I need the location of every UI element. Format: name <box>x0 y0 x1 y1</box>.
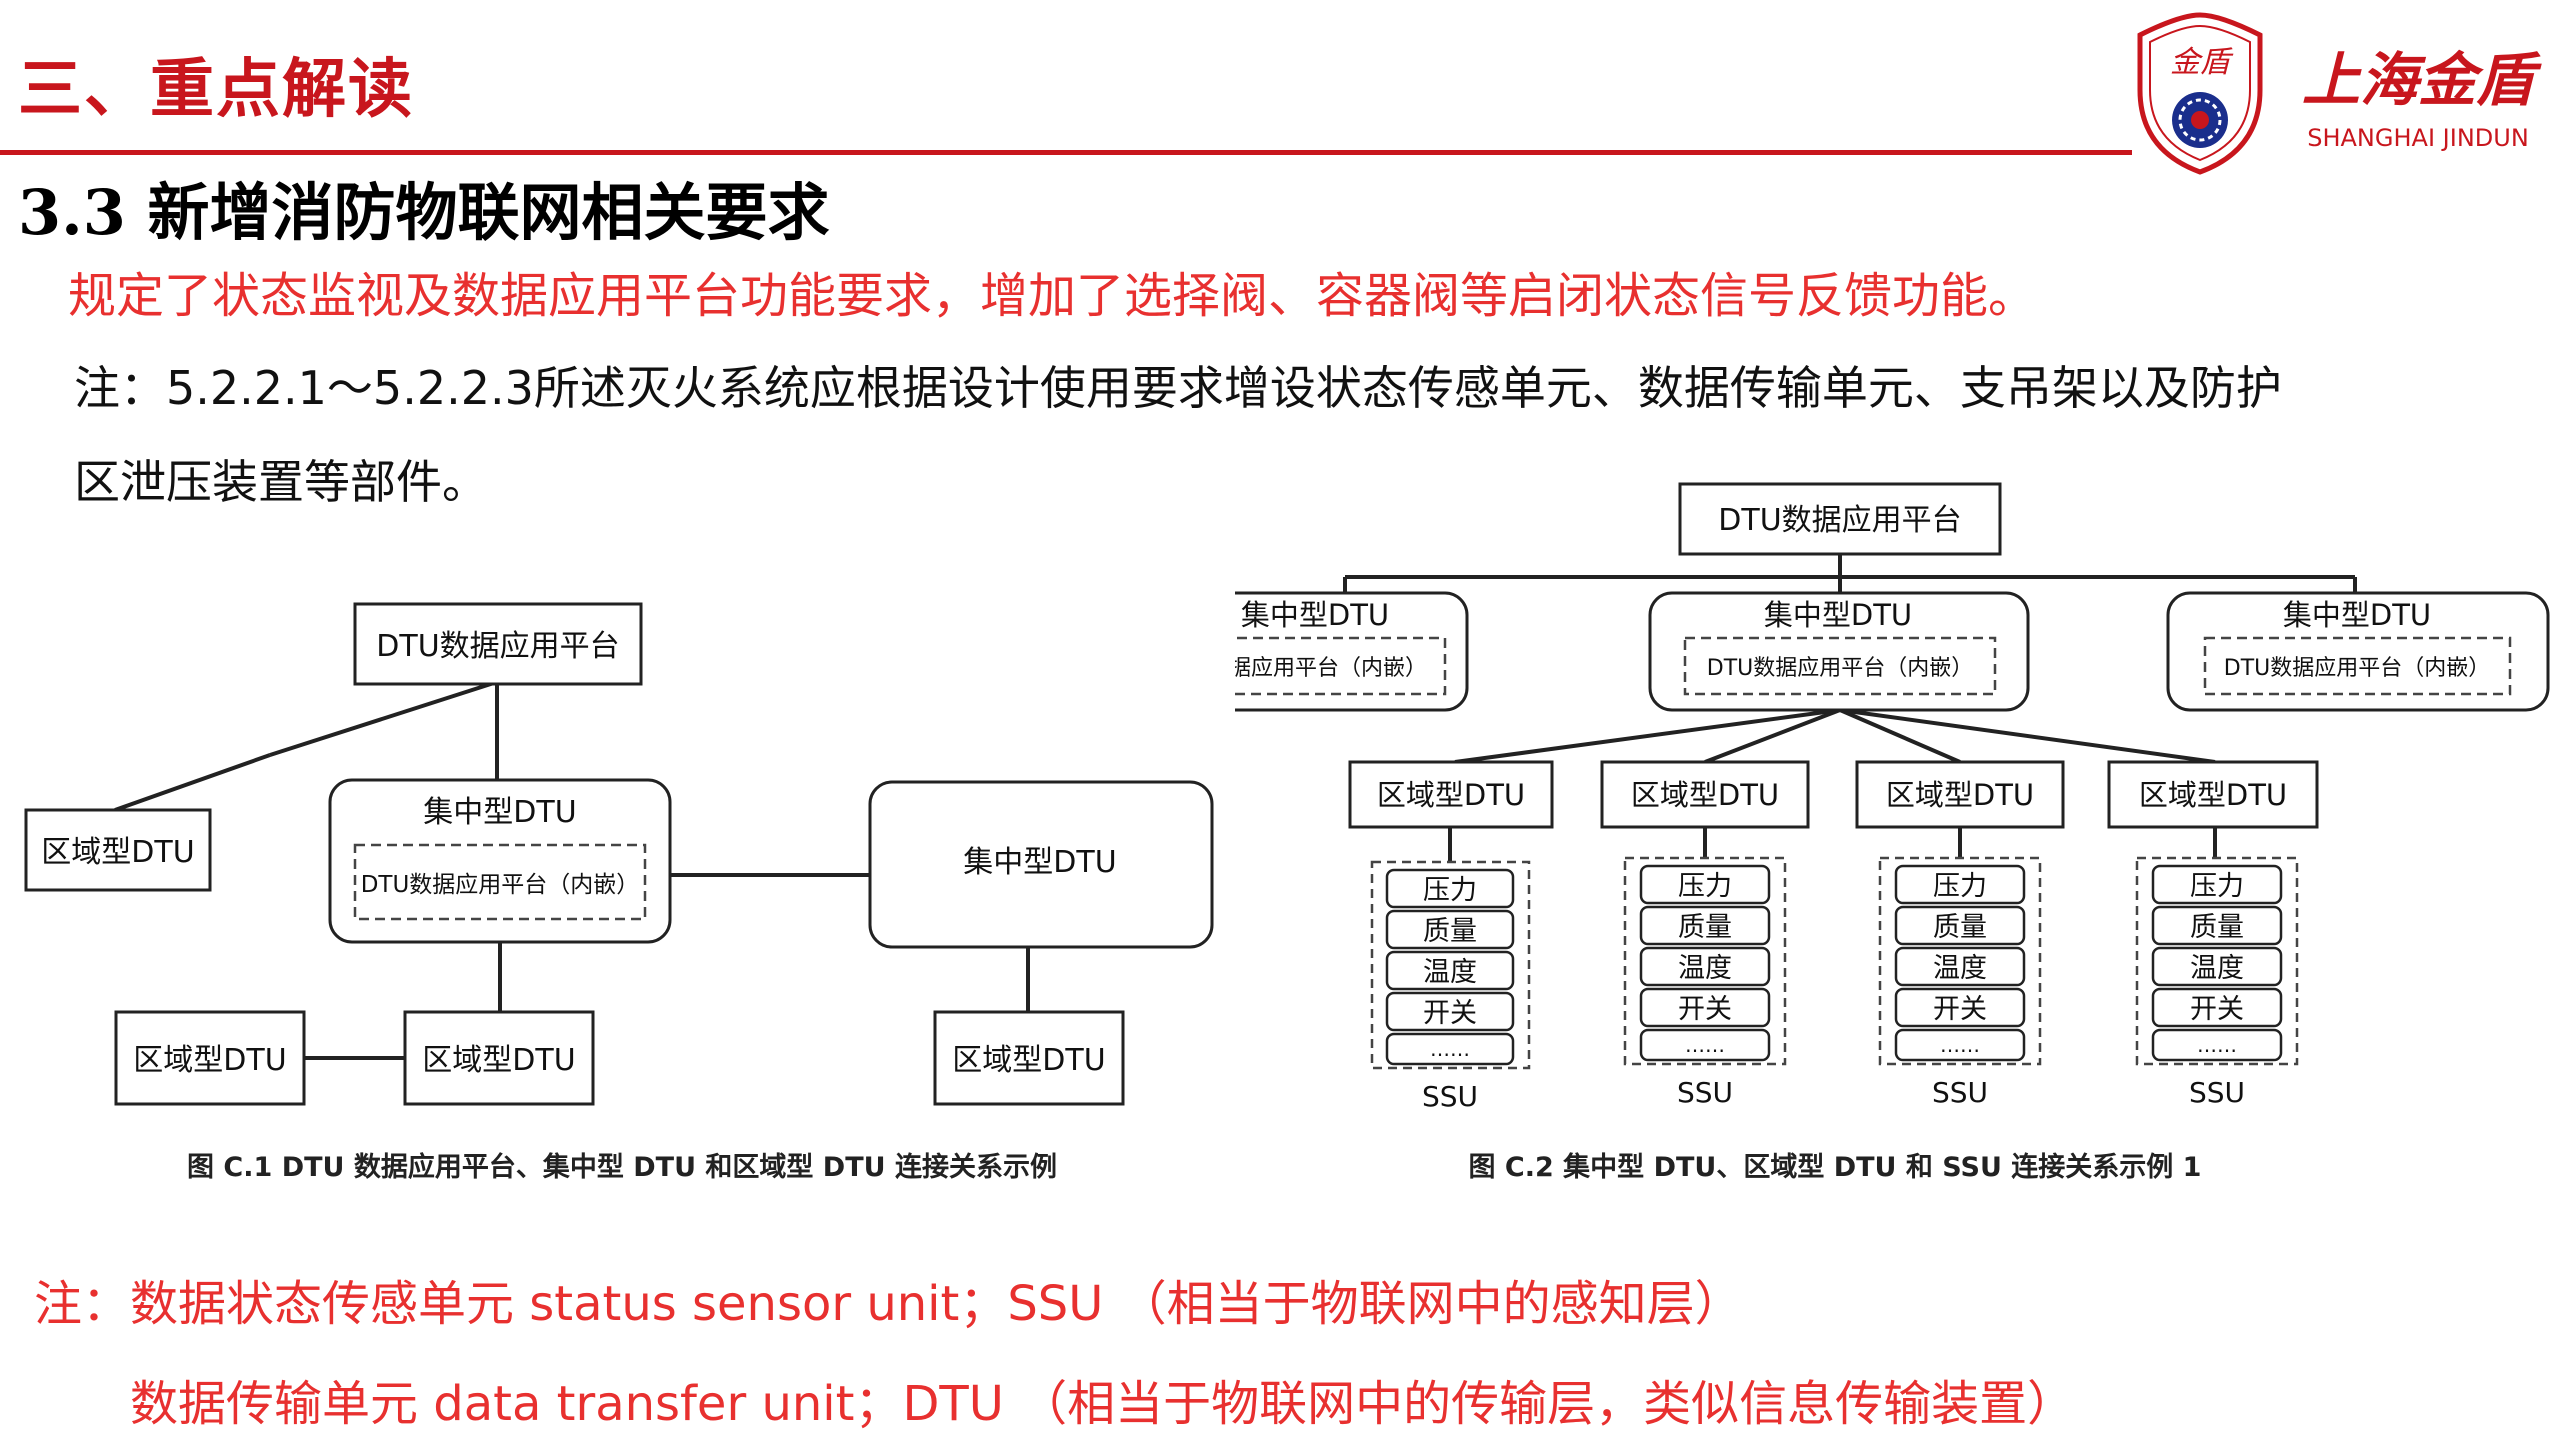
svg-text:DTU数据应用平台: DTU数据应用平台 <box>376 629 619 664</box>
figure-c1-caption: 图 C.1 DTU 数据应用平台、集中型 DTU 和区域型 DTU 连接关系示例 <box>187 1151 1057 1183</box>
svg-text:压力: 压力 <box>1933 871 1987 902</box>
svg-text:区域型DTU: 区域型DTU <box>41 835 194 870</box>
c2-ssu-group-1: 压力 质量 温度 开关 …… SSU <box>1370 860 1531 1113</box>
logo-brand-en: SHANGHAI JINDUN <box>2307 124 2529 152</box>
svg-text:开关: 开关 <box>1678 994 1732 1025</box>
subsection-title: 3.3 新增消防物联网相关要求 <box>18 176 830 249</box>
svg-text:集中型DTU: 集中型DTU <box>963 845 1116 880</box>
c2-dtu-platform-box: DTU数据应用平台 <box>1678 482 2002 556</box>
regional-dtu-bottom-mid-box: 区域型DTU <box>403 1010 595 1106</box>
svg-text:区域型DTU: 区域型DTU <box>133 1043 286 1078</box>
c2-ssu-group-2: 压力 质量 温度 开关 …… SSU <box>1623 856 1787 1109</box>
section-title: 三、重点解读 <box>18 52 414 127</box>
svg-text:开关: 开关 <box>2190 994 2244 1025</box>
svg-text:温度: 温度 <box>1933 953 1987 984</box>
regional-dtu-left-box: 区域型DTU <box>24 808 212 892</box>
svg-text:集中型DTU: 集中型DTU <box>2283 598 2431 632</box>
central-dtu-box: 集中型DTU DTU数据应用平台（内嵌） <box>328 778 672 944</box>
footnote-dtu: 数据传输单元 data transfer unit；DTU （相当于物联网中的传… <box>130 1376 2076 1432</box>
svg-text:……: …… <box>1685 1033 1725 1057</box>
svg-text:区域型DTU: 区域型DTU <box>422 1043 575 1078</box>
svg-text:区域型DTU: 区域型DTU <box>1377 778 1525 812</box>
svg-text:区域型DTU: 区域型DTU <box>952 1043 1105 1078</box>
svg-text:压力: 压力 <box>1678 871 1732 902</box>
title-divider <box>0 150 2132 155</box>
svg-text:区域型DTU: 区域型DTU <box>1886 778 2034 812</box>
svg-text:DTU数据应用平台（内嵌）: DTU数据应用平台（内嵌） <box>1707 656 1973 681</box>
embedded-platform-box <box>353 843 647 921</box>
central-dtu-right-box: 集中型DTU <box>868 780 1214 949</box>
figure-c1-diagram: DTU数据应用平台 区域型DTU 集中型DTU DTU数据应用平台（内嵌） 集中… <box>24 602 1214 1183</box>
c2-central-dtu-left-box: 集中型DTU 数据应用平台（内嵌） <box>1235 591 1469 712</box>
note-line-1: 注：5.2.2.1～5.2.2.3所述灭火系统应根据设计使用要求增设状态传感单元… <box>74 361 2282 415</box>
svg-text:温度: 温度 <box>1423 957 1477 988</box>
c2-central-dtu-right-box: 集中型DTU DTU数据应用平台（内嵌） <box>2166 591 2550 712</box>
svg-text:……: …… <box>1940 1033 1980 1057</box>
svg-text:温度: 温度 <box>2190 953 2244 984</box>
dtu-platform-box: DTU数据应用平台 <box>353 602 643 686</box>
svg-text:DTU数据应用平台（内嵌）: DTU数据应用平台（内嵌） <box>2224 656 2490 681</box>
c2-ssu-group-4: 压力 质量 温度 开关 …… SSU <box>2135 856 2299 1109</box>
svg-text:区域型DTU: 区域型DTU <box>1631 778 1779 812</box>
svg-text:质量: 质量 <box>1678 912 1732 943</box>
svg-text:SSU: SSU <box>1422 1080 1478 1113</box>
svg-text:……: …… <box>1430 1037 1470 1061</box>
c2-ssu-group-3: 压力 质量 温度 开关 …… SSU <box>1878 856 2042 1109</box>
figure-c2-diagram: DTU数据应用平台 集中型DTU 数据应用平台（内嵌） 集中型DTU DTU数据… <box>1235 482 2550 1183</box>
regional-dtu-bottom-right-box: 区域型DTU <box>933 1010 1125 1106</box>
svg-text:DTU数据应用平台（内嵌）: DTU数据应用平台（内嵌） <box>361 872 640 898</box>
c2-embedded-platform-right <box>2203 636 2512 696</box>
c2-embedded-platform-left <box>1235 636 1447 696</box>
figure-c2-caption: 图 C.2 集中型 DTU、区域型 DTU 和 SSU 连接关系示例 1 <box>1469 1151 2202 1183</box>
c2-regional-dtu-3: 区域型DTU <box>1855 760 2065 829</box>
svg-text:SSU: SSU <box>2189 1076 2245 1109</box>
svg-text:开关: 开关 <box>1933 994 1987 1025</box>
logo-seal-text: 金盾 <box>2170 45 2234 80</box>
c2-central-dtu-mid-box: 集中型DTU DTU数据应用平台（内嵌） <box>1648 591 2030 712</box>
logo-brand-cn: 上海金盾 <box>2302 46 2542 114</box>
c2-regional-dtu-2: 区域型DTU <box>1600 760 1810 829</box>
svg-text:质量: 质量 <box>1423 916 1477 947</box>
svg-text:……: …… <box>2197 1033 2237 1057</box>
note-line-2: 区泄压装置等部件。 <box>74 455 488 509</box>
c2-embedded-platform-mid <box>1683 636 1997 696</box>
svg-text:温度: 温度 <box>1678 953 1732 984</box>
summary-text: 规定了状态监视及数据应用平台功能要求，增加了选择阀、容器阀等启闭状态信号反馈功能… <box>68 268 2037 324</box>
shanghai-jindun-logo: 金盾 上海金盾 SHANGHAI JINDUN <box>2137 12 2542 175</box>
svg-text:区域型DTU: 区域型DTU <box>2139 778 2287 812</box>
c2-regional-dtu-1: 区域型DTU <box>1348 760 1554 829</box>
svg-text:数据应用平台（内嵌）: 数据应用平台（内嵌） <box>1235 656 1427 681</box>
regional-dtu-bottom-left-box: 区域型DTU <box>114 1010 306 1106</box>
svg-text:集中型DTU: 集中型DTU <box>1764 598 1912 632</box>
svg-text:集中型DTU: 集中型DTU <box>1241 598 1389 632</box>
svg-text:SSU: SSU <box>1932 1076 1988 1109</box>
svg-text:压力: 压力 <box>1423 875 1477 906</box>
footnote-ssu: 注：数据状态传感单元 status sensor unit；SSU （相当于物联… <box>34 1276 1743 1332</box>
svg-text:DTU数据应用平台: DTU数据应用平台 <box>1718 503 1961 538</box>
svg-text:压力: 压力 <box>2190 871 2244 902</box>
svg-text:质量: 质量 <box>2190 912 2244 943</box>
svg-text:质量: 质量 <box>1933 912 1987 943</box>
svg-text:开关: 开关 <box>1423 998 1477 1029</box>
svg-text:SSU: SSU <box>1677 1076 1733 1109</box>
c2-regional-dtu-4: 区域型DTU <box>2107 760 2319 829</box>
svg-text:集中型DTU: 集中型DTU <box>423 795 576 830</box>
